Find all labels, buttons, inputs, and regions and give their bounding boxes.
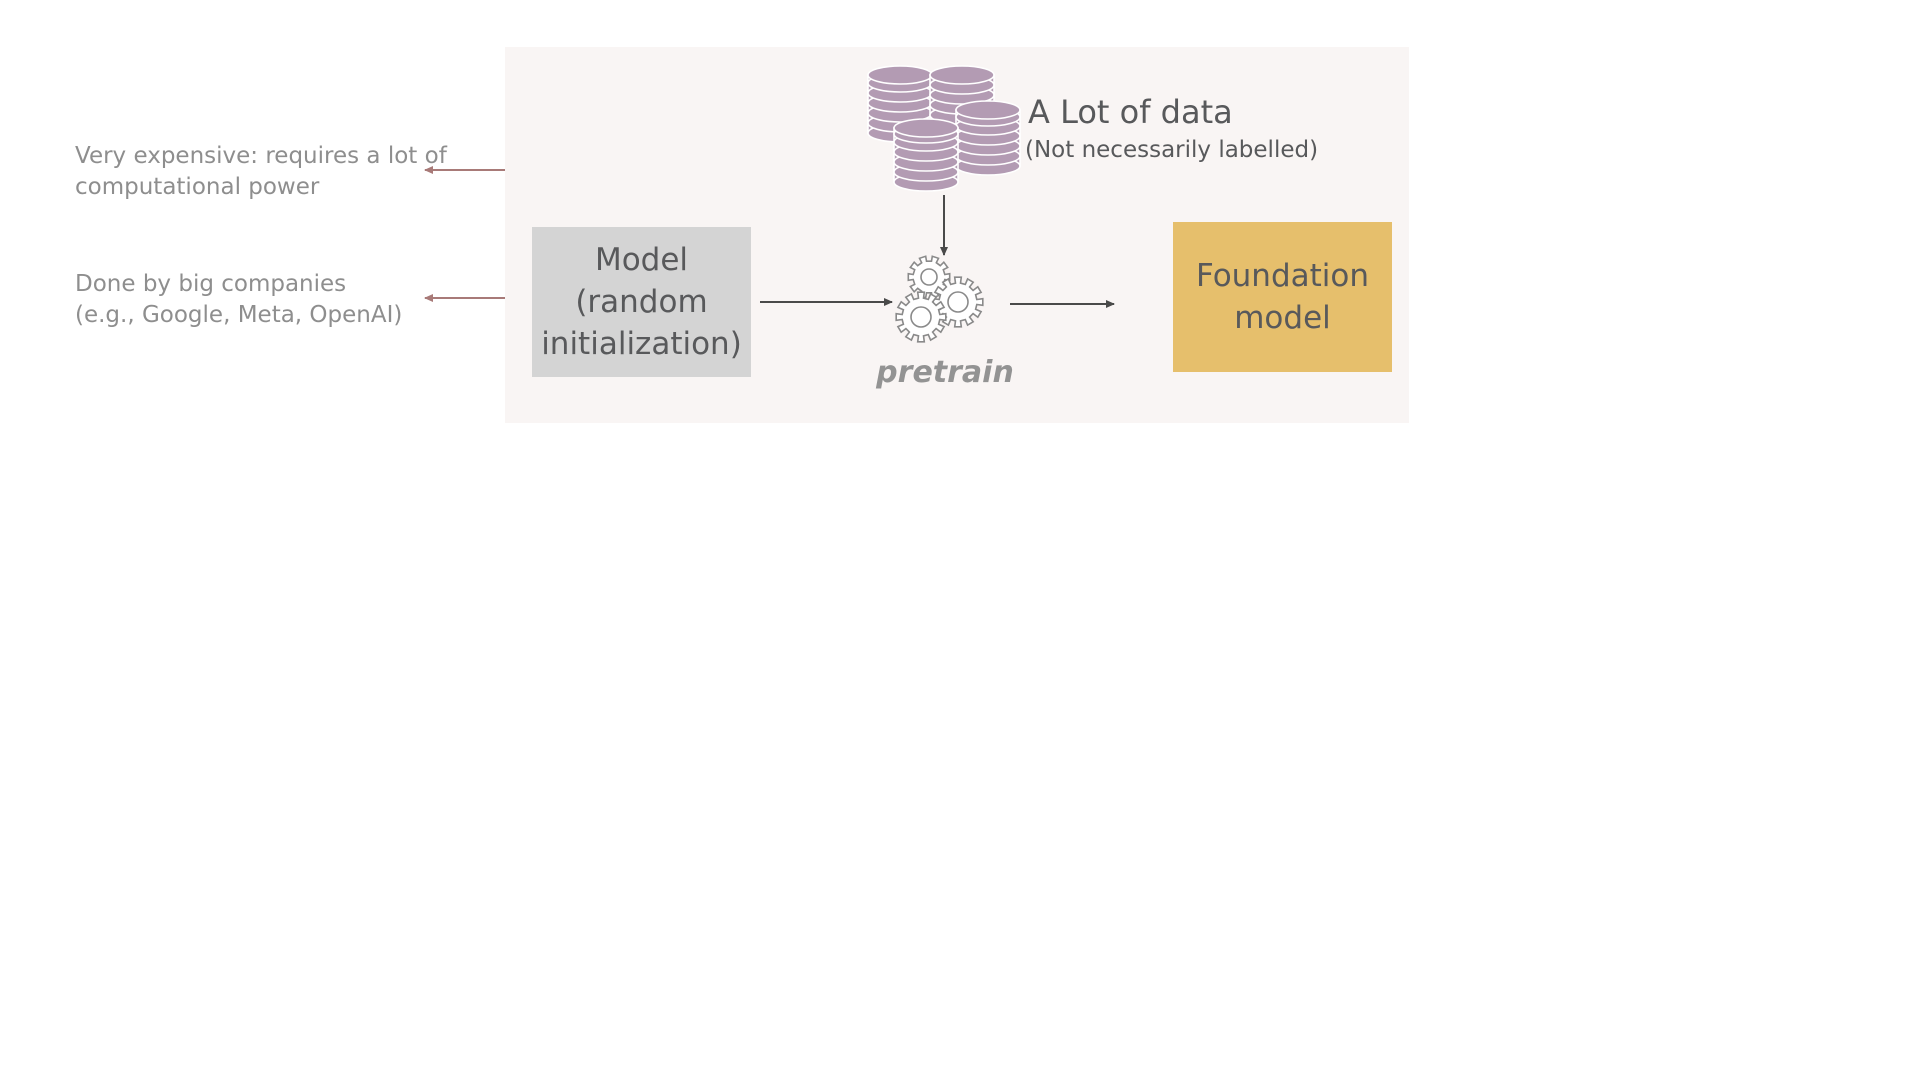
cost-note-line-2: computational power [75, 174, 320, 200]
foundation-box-line-1: Foundation [1195, 258, 1370, 294]
companies-note: Done by big companies (e.g., Google, Met… [75, 269, 402, 331]
foundation-box-line-2: model [1234, 300, 1331, 336]
companies-note-line-1: Done by big companies [75, 271, 347, 297]
pretrain-label: pretrain [876, 355, 1014, 390]
model-box-line-3: initialization) [541, 326, 742, 362]
model-box-line-1: Model [594, 242, 689, 278]
foundation-model-box: Foundation model [1173, 222, 1392, 372]
model-box-line-2: (random [575, 284, 708, 320]
cost-note-line-1: Very expensive: requires a lot of [75, 143, 447, 169]
data-subtitle: (Not necessarily labelled) [1025, 137, 1319, 163]
companies-note-line-2: (e.g., Google, Meta, OpenAI) [75, 302, 403, 328]
model-box: Model (random initialization) [532, 227, 751, 377]
cost-note: Very expensive: requires a lot of comput… [75, 141, 447, 203]
data-title: A Lot of data [1028, 93, 1233, 131]
